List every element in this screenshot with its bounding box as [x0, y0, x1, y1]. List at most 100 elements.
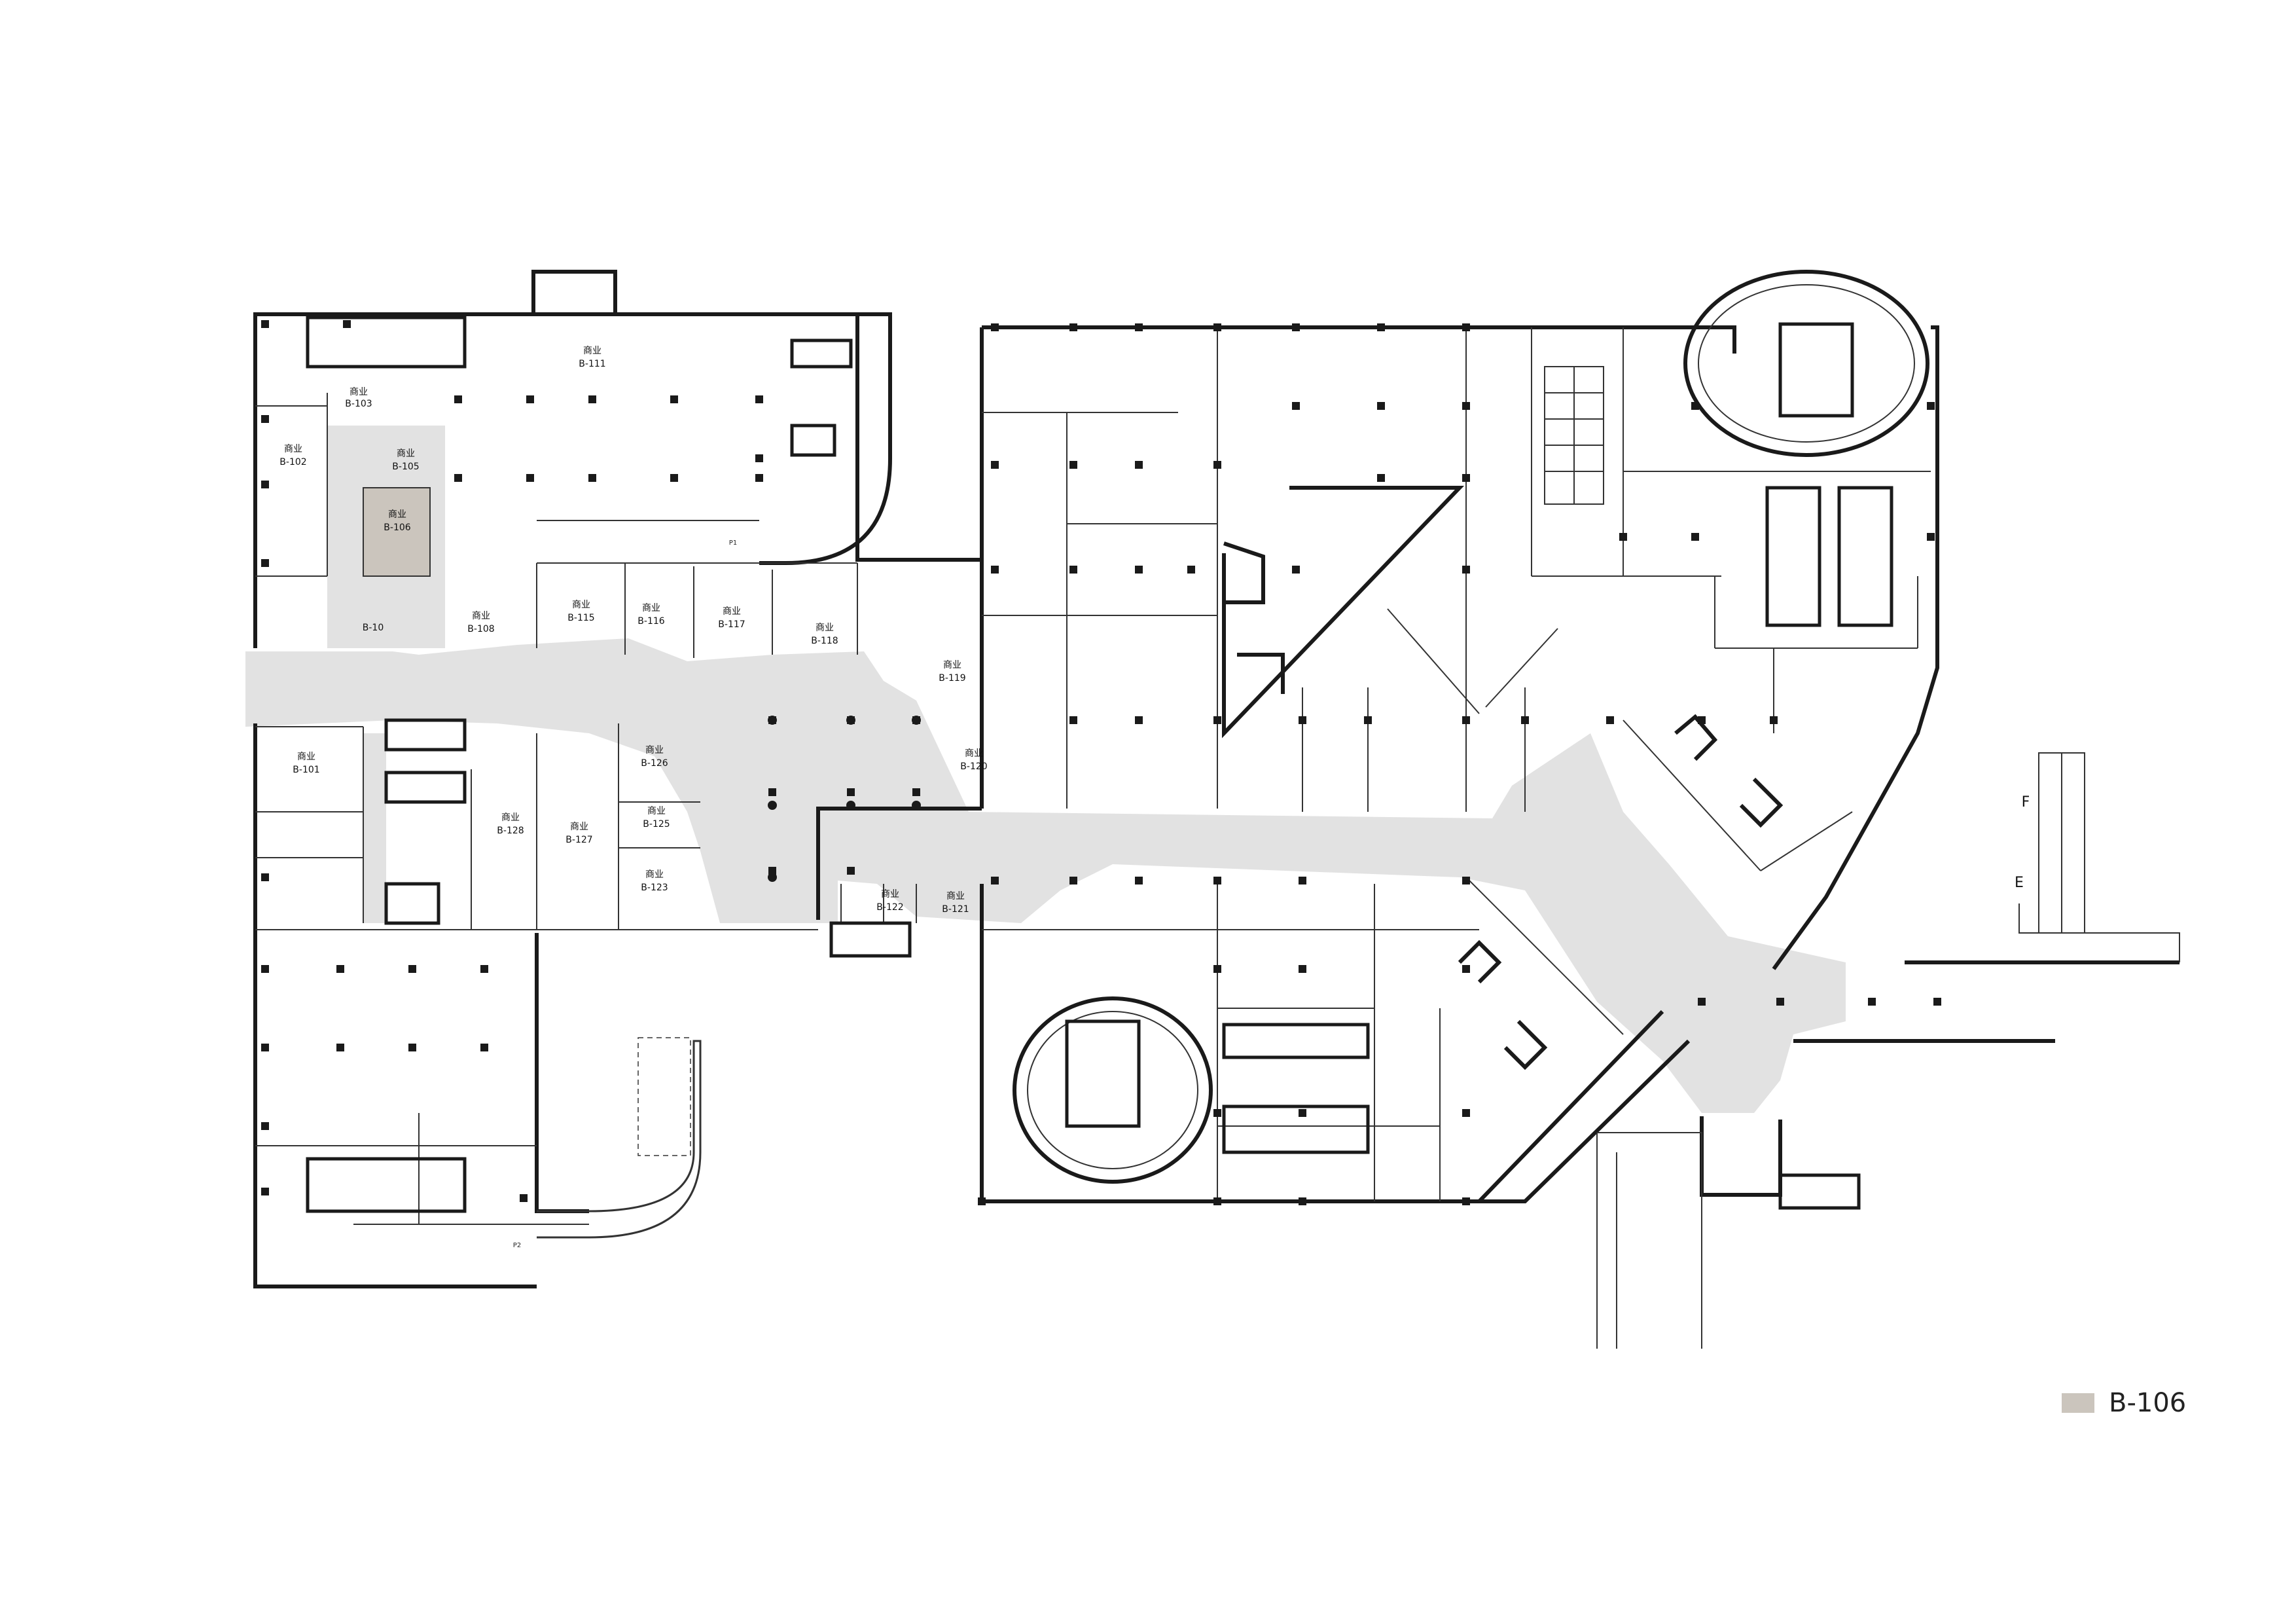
unit-b106: 商业 B-106: [384, 509, 410, 533]
column: [912, 788, 920, 796]
column: [1135, 461, 1143, 469]
structural-columns: [261, 320, 1941, 1205]
parking-label-p1: P1: [729, 539, 737, 547]
column: [1927, 533, 1935, 541]
column: [1213, 877, 1221, 884]
unit-b103: 商业 B-103: [345, 387, 372, 409]
column: [755, 474, 763, 482]
unit-b105: 商业 B-105: [392, 448, 419, 472]
unit-b102-type: 商业: [284, 444, 302, 454]
column: [408, 1044, 416, 1051]
unit-b120-type: 商业: [965, 748, 983, 759]
column: [520, 1194, 528, 1202]
column: [1933, 998, 1941, 1006]
diagonal-core: [1222, 486, 1465, 739]
column: [1462, 402, 1470, 410]
unit-b122-type: 商业: [881, 889, 899, 900]
column: [1213, 461, 1221, 469]
unit-b103-type: 商业: [350, 387, 368, 397]
column: [670, 474, 678, 482]
unit-b125: 商业 B-125: [643, 806, 670, 830]
unit-b102: 商业 B-102: [279, 444, 306, 467]
column: [261, 481, 269, 488]
legend-label: B-106: [2109, 1388, 2187, 1418]
column: [755, 454, 763, 462]
column: [261, 1188, 269, 1195]
column: [1364, 716, 1372, 724]
column: [1187, 566, 1195, 574]
column: [1462, 1109, 1470, 1117]
ramp-curve: [537, 1040, 702, 1239]
unit-b122-id: B-122: [876, 902, 903, 913]
column: [1069, 877, 1077, 884]
column: [991, 877, 999, 884]
ramp-dashed: [637, 1037, 691, 1156]
column: [978, 1197, 986, 1205]
column: [755, 395, 763, 403]
column: [991, 566, 999, 574]
unit-b121-id: B-121: [942, 904, 969, 915]
corridor: [245, 426, 1846, 1113]
unit-b106-type: 商业: [388, 509, 406, 520]
column: [991, 323, 999, 331]
unit-b115-id: B-115: [567, 613, 594, 623]
column: [1770, 716, 1778, 724]
atrium-column: [912, 801, 921, 810]
unit-b128: 商业 B-128: [497, 812, 524, 836]
column: [1069, 716, 1077, 724]
column: [1069, 461, 1077, 469]
unit-b123-id: B-123: [641, 883, 668, 893]
column: [1299, 877, 1306, 884]
column: [1462, 877, 1470, 884]
column: [588, 474, 596, 482]
southeast-wing: [1596, 1132, 1702, 1349]
column: [1299, 716, 1306, 724]
column: [1213, 1197, 1221, 1205]
column: [1698, 716, 1706, 724]
unit-b118-id: B-118: [811, 636, 838, 646]
unit-b115: 商业 B-115: [567, 600, 594, 623]
unit-b10-partial: B-10: [363, 623, 384, 633]
unit-b127: 商业 B-127: [565, 822, 592, 845]
atrium-column: [846, 801, 855, 810]
unit-b119-type: 商业: [943, 660, 961, 670]
column: [480, 1044, 488, 1051]
unit-b119-id: B-119: [939, 673, 965, 684]
east-diagonal-cores: [1458, 714, 1784, 1070]
unit-b106-highlight: [363, 487, 431, 577]
column: [670, 395, 678, 403]
column: [1462, 1197, 1470, 1205]
unit-b108-type: 商业: [472, 611, 490, 621]
column: [261, 873, 269, 881]
unit-b119: 商业 B-119: [939, 660, 965, 684]
atrium-column: [846, 716, 855, 725]
atrium-column: [912, 716, 921, 725]
column: [768, 788, 776, 796]
column: [1292, 323, 1300, 331]
unit-b105-id: B-105: [392, 462, 419, 472]
diagonal-partitions: [1387, 608, 1853, 1035]
escalator: [1544, 366, 1604, 505]
unit-b123-type: 商业: [645, 869, 664, 880]
atrium-column: [768, 801, 777, 810]
unit-b105-type: 商业: [397, 448, 415, 459]
column: [1927, 402, 1935, 410]
column: [1299, 1109, 1306, 1117]
unit-b118-type: 商业: [816, 623, 834, 633]
column: [1135, 716, 1143, 724]
column: [336, 1044, 344, 1051]
column: [1213, 323, 1221, 331]
unit-b108-id: B-108: [467, 624, 494, 634]
unit-b102-id: B-102: [279, 457, 306, 467]
column: [1776, 998, 1784, 1006]
column: [261, 415, 269, 423]
unit-b116-id: B-116: [637, 616, 664, 627]
column: [588, 395, 596, 403]
column: [847, 867, 855, 875]
unit-b106-id: B-106: [384, 522, 410, 533]
oval-tower-south-inner: [1027, 1011, 1198, 1169]
unit-b128-id: B-128: [497, 826, 524, 836]
column: [1377, 323, 1385, 331]
column: [1213, 965, 1221, 973]
atrium-column: [768, 716, 777, 725]
